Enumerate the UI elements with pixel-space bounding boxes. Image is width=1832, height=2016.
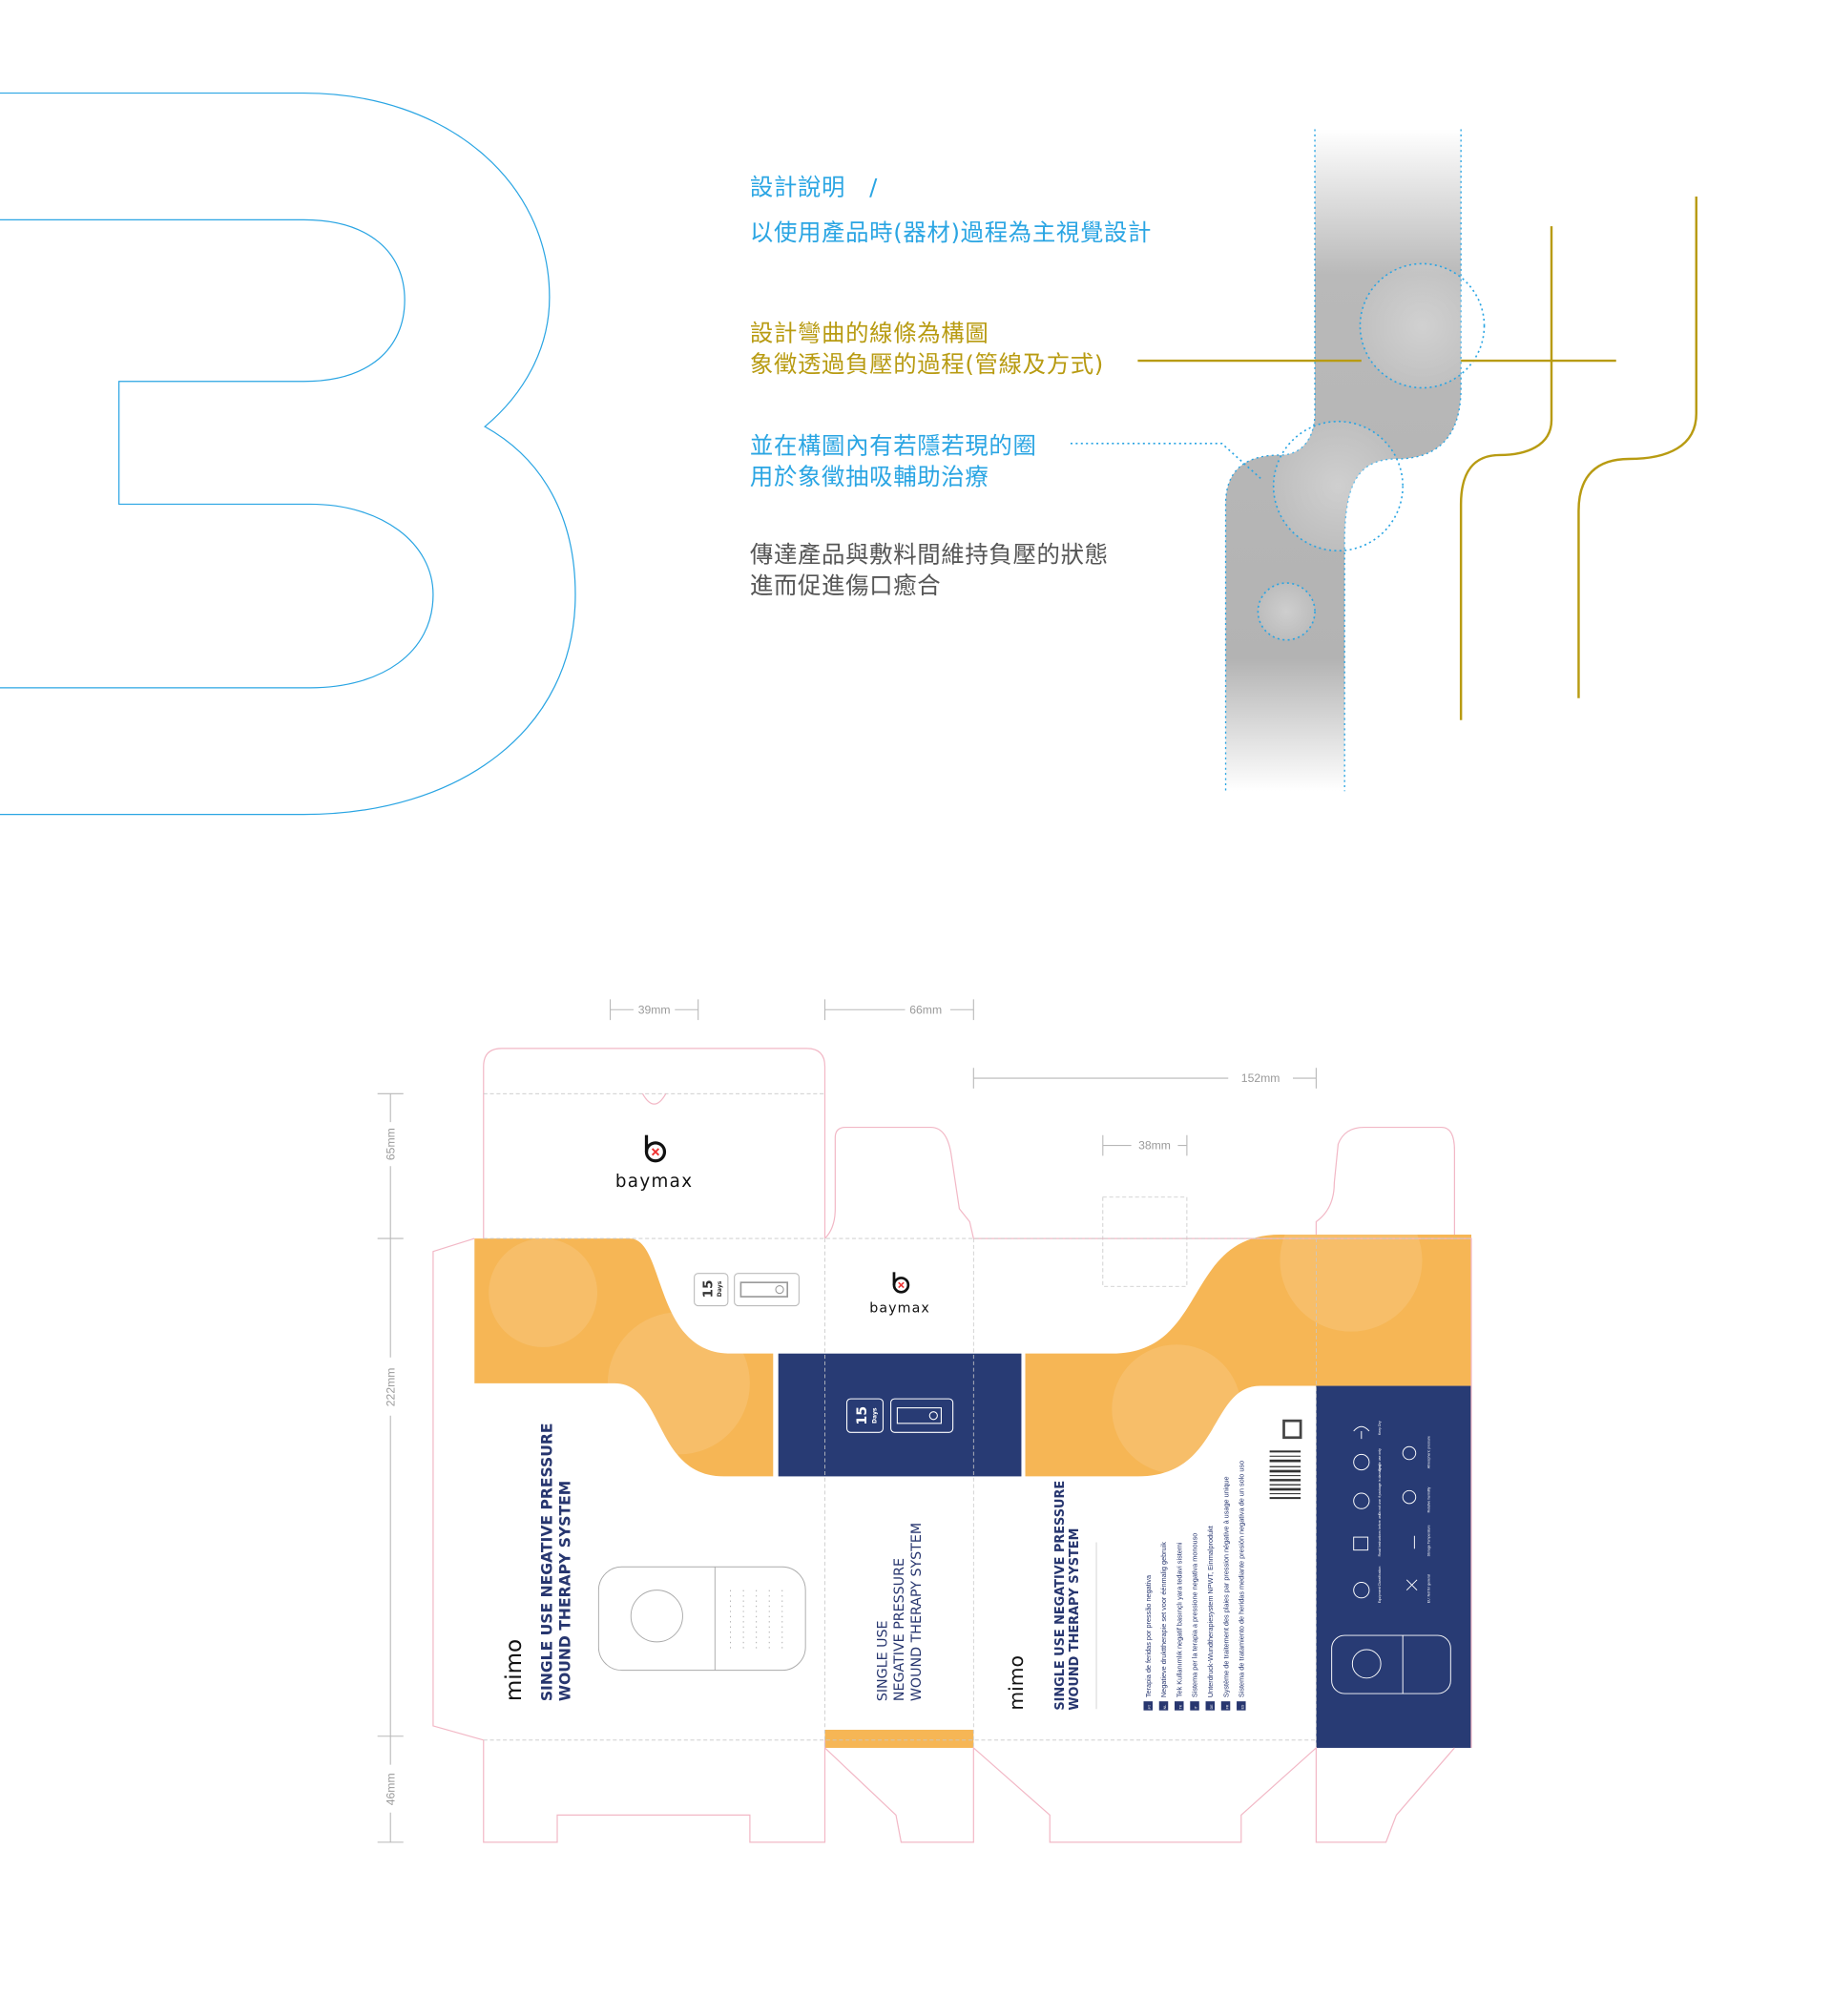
side-title-line-1: SINGLE USE xyxy=(876,1620,891,1701)
gray-line-1: 傳達產品與敷料間維持負壓的狀態 xyxy=(750,540,1109,568)
svg-text:Unterdruck-Wundtherapiesystem: Unterdruck-Wundtherapiesystem NPWT, Einm… xyxy=(1206,1526,1215,1697)
orange-strip xyxy=(824,1729,974,1748)
svg-text:Equipment Classification: Equipment Classification xyxy=(1378,1567,1382,1604)
device-drawing xyxy=(597,1566,806,1672)
gold-line-2: 象徵透過負壓的過程(管線及方式) xyxy=(750,350,1104,378)
dim-65mm: 65mm xyxy=(384,1128,397,1160)
suction-circle xyxy=(1359,262,1486,389)
blue-leader-line xyxy=(1070,442,1261,479)
orange-band-left xyxy=(474,1238,774,1477)
svg-text:15: 15 xyxy=(701,1280,717,1299)
suction-circle xyxy=(1272,420,1404,552)
mimo-logo: mimo xyxy=(1005,1655,1028,1711)
symbol-grid xyxy=(1331,1425,1451,1694)
back-title-line-2: WOUND THERAPY SYSTEM xyxy=(1068,1528,1082,1711)
dim-152mm: 152mm xyxy=(1241,1071,1280,1085)
barcode xyxy=(1269,1450,1301,1500)
concept-text: 設計說明 / 以使用產品時(器材)過程為主視覺設計 設計彎曲的線條為構圖 象徵透… xyxy=(750,174,1152,599)
duration-badge: 15 Days xyxy=(694,1273,800,1307)
svg-text:NL: NL xyxy=(1163,1705,1167,1710)
navy-band-center xyxy=(778,1353,1022,1477)
dim-38mm: 38mm xyxy=(1138,1139,1171,1153)
svg-text:15: 15 xyxy=(855,1406,870,1425)
device-icon xyxy=(890,1398,954,1433)
gray-line-2: 進而促進傷口癒合 xyxy=(750,572,941,599)
dim-66mm: 66mm xyxy=(909,1003,942,1016)
navy-back-panel xyxy=(1316,1385,1471,1748)
side-title-line-3: WOUND THERAPY SYSTEM xyxy=(909,1523,925,1701)
side-title-line-2: NEGATIVE PRESSURE xyxy=(892,1558,907,1701)
recycle-icon xyxy=(1282,1419,1302,1440)
svg-text:IT: IT xyxy=(1195,1705,1198,1709)
gold-lines xyxy=(1137,196,1697,720)
baymax-logo: baymax xyxy=(869,1272,930,1316)
dim-39mm: 39mm xyxy=(638,1003,671,1016)
svg-text:Keep Dry: Keep Dry xyxy=(1378,1421,1382,1435)
svg-text:Sistema de tratamiento de heri: Sistema de tratamiento de heridas median… xyxy=(1238,1461,1246,1697)
baymax-wordmark: baymax xyxy=(869,1300,930,1316)
device-icon xyxy=(734,1273,800,1307)
concept-subheading: 以使用產品時(器材)過程為主視覺設計 xyxy=(750,218,1152,246)
svg-text:Single use only: Single use only xyxy=(1378,1448,1382,1471)
dimension-markers: 39mm 66mm 152mm 38mm 65mm 222mm 46mm xyxy=(377,999,1317,1843)
mimo-logo: mimo xyxy=(502,1639,527,1701)
language-list: PT Terapia de feridas por pressão negativ… xyxy=(1143,1461,1246,1711)
svg-text:Days: Days xyxy=(717,1280,723,1297)
svg-text:Sistema per la terapia a press: Sistema per la terapia a pressione negat… xyxy=(1191,1533,1199,1697)
suction-circle xyxy=(1257,582,1316,641)
baymax-wordmark: baymax xyxy=(615,1172,694,1192)
duration-badge: 15 Days xyxy=(845,1398,954,1433)
svg-text:FR: FR xyxy=(1225,1704,1229,1709)
svg-text:DE: DE xyxy=(1210,1704,1214,1710)
dim-46mm: 46mm xyxy=(384,1773,397,1805)
baymax-logo: baymax xyxy=(615,1134,694,1192)
svg-text:Do not use if package is damag: Do not use if package is damaged xyxy=(1378,1465,1382,1515)
svg-text:Système de traitement des plai: Système de traitement des plaies par pre… xyxy=(1221,1476,1230,1697)
svg-text:Atmospheric pressure: Atmospheric pressure xyxy=(1427,1436,1431,1468)
svg-text:Days: Days xyxy=(872,1407,879,1424)
dim-222mm: 222mm xyxy=(384,1368,397,1407)
product-title-line-2: WOUND THERAPY SYSTEM xyxy=(557,1481,574,1701)
product-title-line-1: SINGLE USE NEGATIVE PRESSURE xyxy=(539,1423,556,1701)
svg-text:Relative humidity: Relative humidity xyxy=(1427,1486,1431,1512)
gold-line-1: 設計彎曲的線條為構圖 xyxy=(750,320,989,347)
svg-text:Storage Temperature: Storage Temperature xyxy=(1427,1525,1431,1556)
blue-line-2: 用於象徵抽吸輔助治療 xyxy=(750,463,989,490)
numeral-3-outline xyxy=(0,92,576,816)
concept-heading: 設計說明 / xyxy=(750,174,878,201)
svg-text:EU: Not for general: EU: Not for general xyxy=(1427,1574,1431,1603)
svg-text:PT: PT xyxy=(1148,1704,1152,1709)
blue-line-1: 並在構圖內有若隱若現的圈 xyxy=(750,432,1037,460)
svg-text:Tek Kullanımlık negatif basınç: Tek Kullanımlık negatif basınçlı yara te… xyxy=(1175,1542,1183,1697)
svg-text:Negatieve drukttherapie set vo: Negatieve drukttherapie set voor éénmali… xyxy=(1159,1542,1168,1697)
orange-band-right xyxy=(1025,1235,1471,1477)
svg-text:Read Instructions before use: Read Instructions before use xyxy=(1378,1513,1382,1556)
tube-illustration xyxy=(1070,129,1486,792)
box-dieline: 39mm 66mm 152mm 38mm 65mm 222mm 46mm xyxy=(377,999,1472,1843)
svg-text:Terapia de feridas por pressão: Terapia de feridas por pressão negativa xyxy=(1144,1574,1153,1697)
svg-text:TK: TK xyxy=(1178,1704,1182,1709)
back-title-line-1: SINGLE USE NEGATIVE PRESSURE xyxy=(1053,1481,1068,1711)
symbol-labels: Equipment Classification Read Instructio… xyxy=(1378,1421,1430,1603)
svg-text:ES: ES xyxy=(1241,1704,1245,1709)
